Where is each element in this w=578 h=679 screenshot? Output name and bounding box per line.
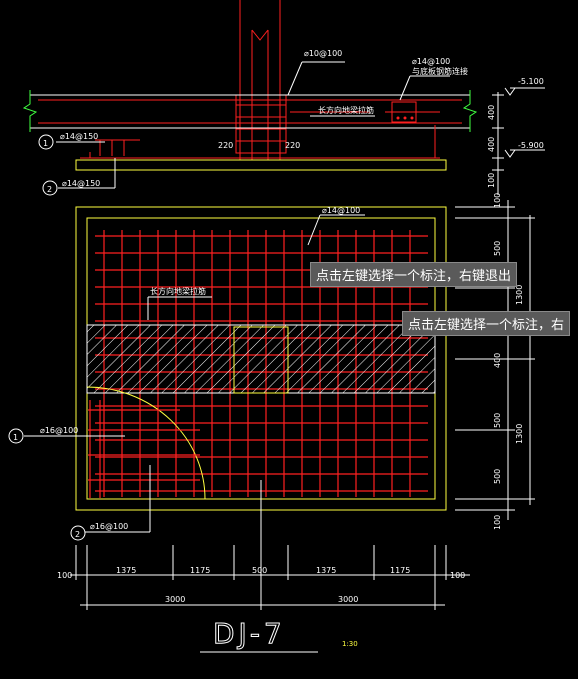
callout-number: 2 xyxy=(75,530,80,539)
callout-number: 1 xyxy=(43,139,48,148)
dim-100: 100 xyxy=(487,173,496,188)
right-dim: 500 xyxy=(493,413,502,428)
column-stub xyxy=(235,0,287,160)
title-scale: 1:30 xyxy=(342,640,358,648)
dim-220-left: 220 xyxy=(218,141,233,150)
plan-callout1-label: ⌀16@100 xyxy=(40,426,78,435)
bottom-dim: 1375 xyxy=(116,566,136,575)
bottom-dim: 500 xyxy=(252,566,267,575)
cad-tooltip-second: 点击左键选择一个标注，右 xyxy=(402,311,571,336)
detail-bars xyxy=(88,400,200,498)
bottom-dim: 1175 xyxy=(190,566,210,575)
right-dim: 1300 xyxy=(515,285,524,305)
bottom-dim: 1375 xyxy=(316,566,336,575)
right-dim: 500 xyxy=(493,469,502,484)
title-name: DJ-7 xyxy=(213,617,286,650)
plan-top-note: ⌀14@100 xyxy=(322,206,360,215)
bottom-dim: 100 xyxy=(450,571,465,580)
bar-right-note: ⌀14@100 xyxy=(412,57,450,66)
plan-callout2-label: ⌀16@100 xyxy=(90,522,128,531)
plan-view: ⌀14@100 长方向地梁拉筋 1 ⌀16@100 2 ⌀16@100 xyxy=(8,193,535,610)
section-view: ⌀10@100 ⌀14@100 与底板钢筋连接 长方向地梁拉筋 1 ⌀14@15… xyxy=(22,0,545,196)
bar-top-note: ⌀10@100 xyxy=(304,49,342,58)
section-beam-label: 长方向地梁拉筋 xyxy=(318,105,374,115)
right-dim: 100 xyxy=(493,193,502,208)
column-footprint xyxy=(233,326,289,394)
callout-number: 1 xyxy=(13,433,18,442)
section-annotations: ⌀10@100 ⌀14@100 与底板钢筋连接 长方向地梁拉筋 1 ⌀14@15… xyxy=(38,49,468,196)
plan-bottom-dims: 100 1375 1175 500 1375 1175 100 3000 300… xyxy=(57,480,470,610)
dim-400-a: 400 xyxy=(487,105,496,120)
plan-annotations: ⌀14@100 长方向地梁拉筋 1 ⌀16@100 2 ⌀16@100 xyxy=(8,206,365,541)
plan-beam-label: 长方向地梁拉筋 xyxy=(150,286,206,296)
cad-tooltip-first: 点击左键选择一个标注，右键退出 xyxy=(310,262,518,287)
plan-right-dims: 100 500 1300 400 500 1300 500 100 xyxy=(455,193,535,530)
detail-arc xyxy=(86,386,206,500)
right-dim: 1300 xyxy=(515,424,524,444)
right-dim: 500 xyxy=(493,241,502,256)
right-dim: 400 xyxy=(493,353,502,368)
elevation-bottom: -5.900 xyxy=(518,141,544,150)
section-dimensions: -5.100 -5.900 400 400 100 xyxy=(487,77,545,195)
bottom-dim: 100 xyxy=(57,571,72,580)
bottom-dim-total: 3000 xyxy=(338,595,358,604)
beam-band-hatch xyxy=(86,324,436,394)
bottom-dim-total: 3000 xyxy=(165,595,185,604)
elevation-top: -5.100 xyxy=(518,77,544,86)
beam-section xyxy=(22,90,478,171)
drawing-title: DJ-7 1:30 xyxy=(200,617,358,653)
callout-number: 2 xyxy=(47,185,52,194)
section-callout1-label: ⌀14@150 xyxy=(60,132,98,141)
bottom-dim: 1175 xyxy=(390,566,410,575)
right-dim: 100 xyxy=(493,515,502,530)
bar-right-note-2: 与底板钢筋连接 xyxy=(412,66,468,76)
section-callout2-label: ⌀14@150 xyxy=(62,179,100,188)
dim-220-right: 220 xyxy=(285,141,300,150)
dim-400-b: 400 xyxy=(487,137,496,152)
